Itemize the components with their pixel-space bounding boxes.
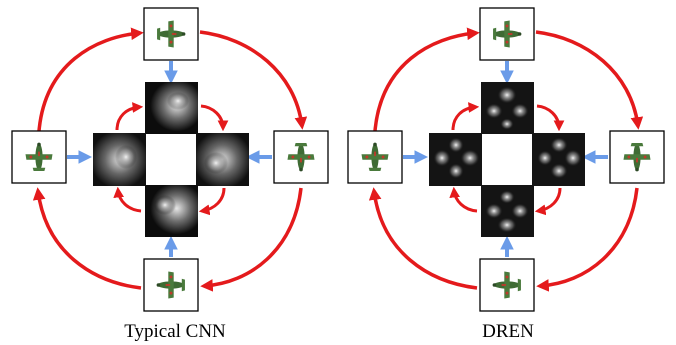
diagram-dren: DREN (347, 7, 665, 342)
rotation-arrow (535, 30, 644, 130)
feature-map-right (532, 133, 585, 186)
input-image-bottom (143, 258, 199, 312)
feature-map-bottom (145, 185, 198, 237)
feature-rotation-arrow (113, 186, 142, 213)
caption-dren: DREN (482, 321, 534, 342)
feature-rotation-arrow (536, 104, 565, 132)
feature-map-top (145, 82, 198, 134)
feature-map-right (196, 133, 249, 186)
feature-rotation-arrow (198, 187, 226, 216)
input-image-left (11, 130, 67, 184)
diagram-typical-cnn: Typical CNN (11, 7, 329, 342)
feature-map-left (93, 133, 146, 186)
rotation-arrow (536, 187, 639, 292)
caption-typical-cnn: Typical CNN (124, 321, 226, 342)
rotation-arrow (200, 187, 303, 292)
rotation-arrow (32, 187, 142, 290)
feature-map-left (429, 133, 482, 186)
feature-map-top (481, 82, 534, 134)
input-image-top (479, 7, 535, 61)
input-image-left (347, 130, 403, 184)
feature-map-bottom (481, 185, 534, 237)
feature-rotation-arrow (451, 102, 480, 131)
rotation-arrow (37, 27, 144, 132)
input-image-bottom (479, 258, 535, 312)
rotation-arrow (373, 27, 480, 132)
input-image-right (273, 130, 329, 184)
input-image-right (609, 130, 665, 184)
rotation-arrow (368, 187, 478, 290)
feature-rotation-arrow (449, 186, 478, 213)
feature-rotation-arrow (534, 187, 562, 216)
rotation-arrow (199, 30, 308, 130)
feature-rotation-arrow (115, 102, 144, 131)
feature-rotation-arrow (200, 104, 229, 132)
input-image-top (143, 7, 199, 61)
